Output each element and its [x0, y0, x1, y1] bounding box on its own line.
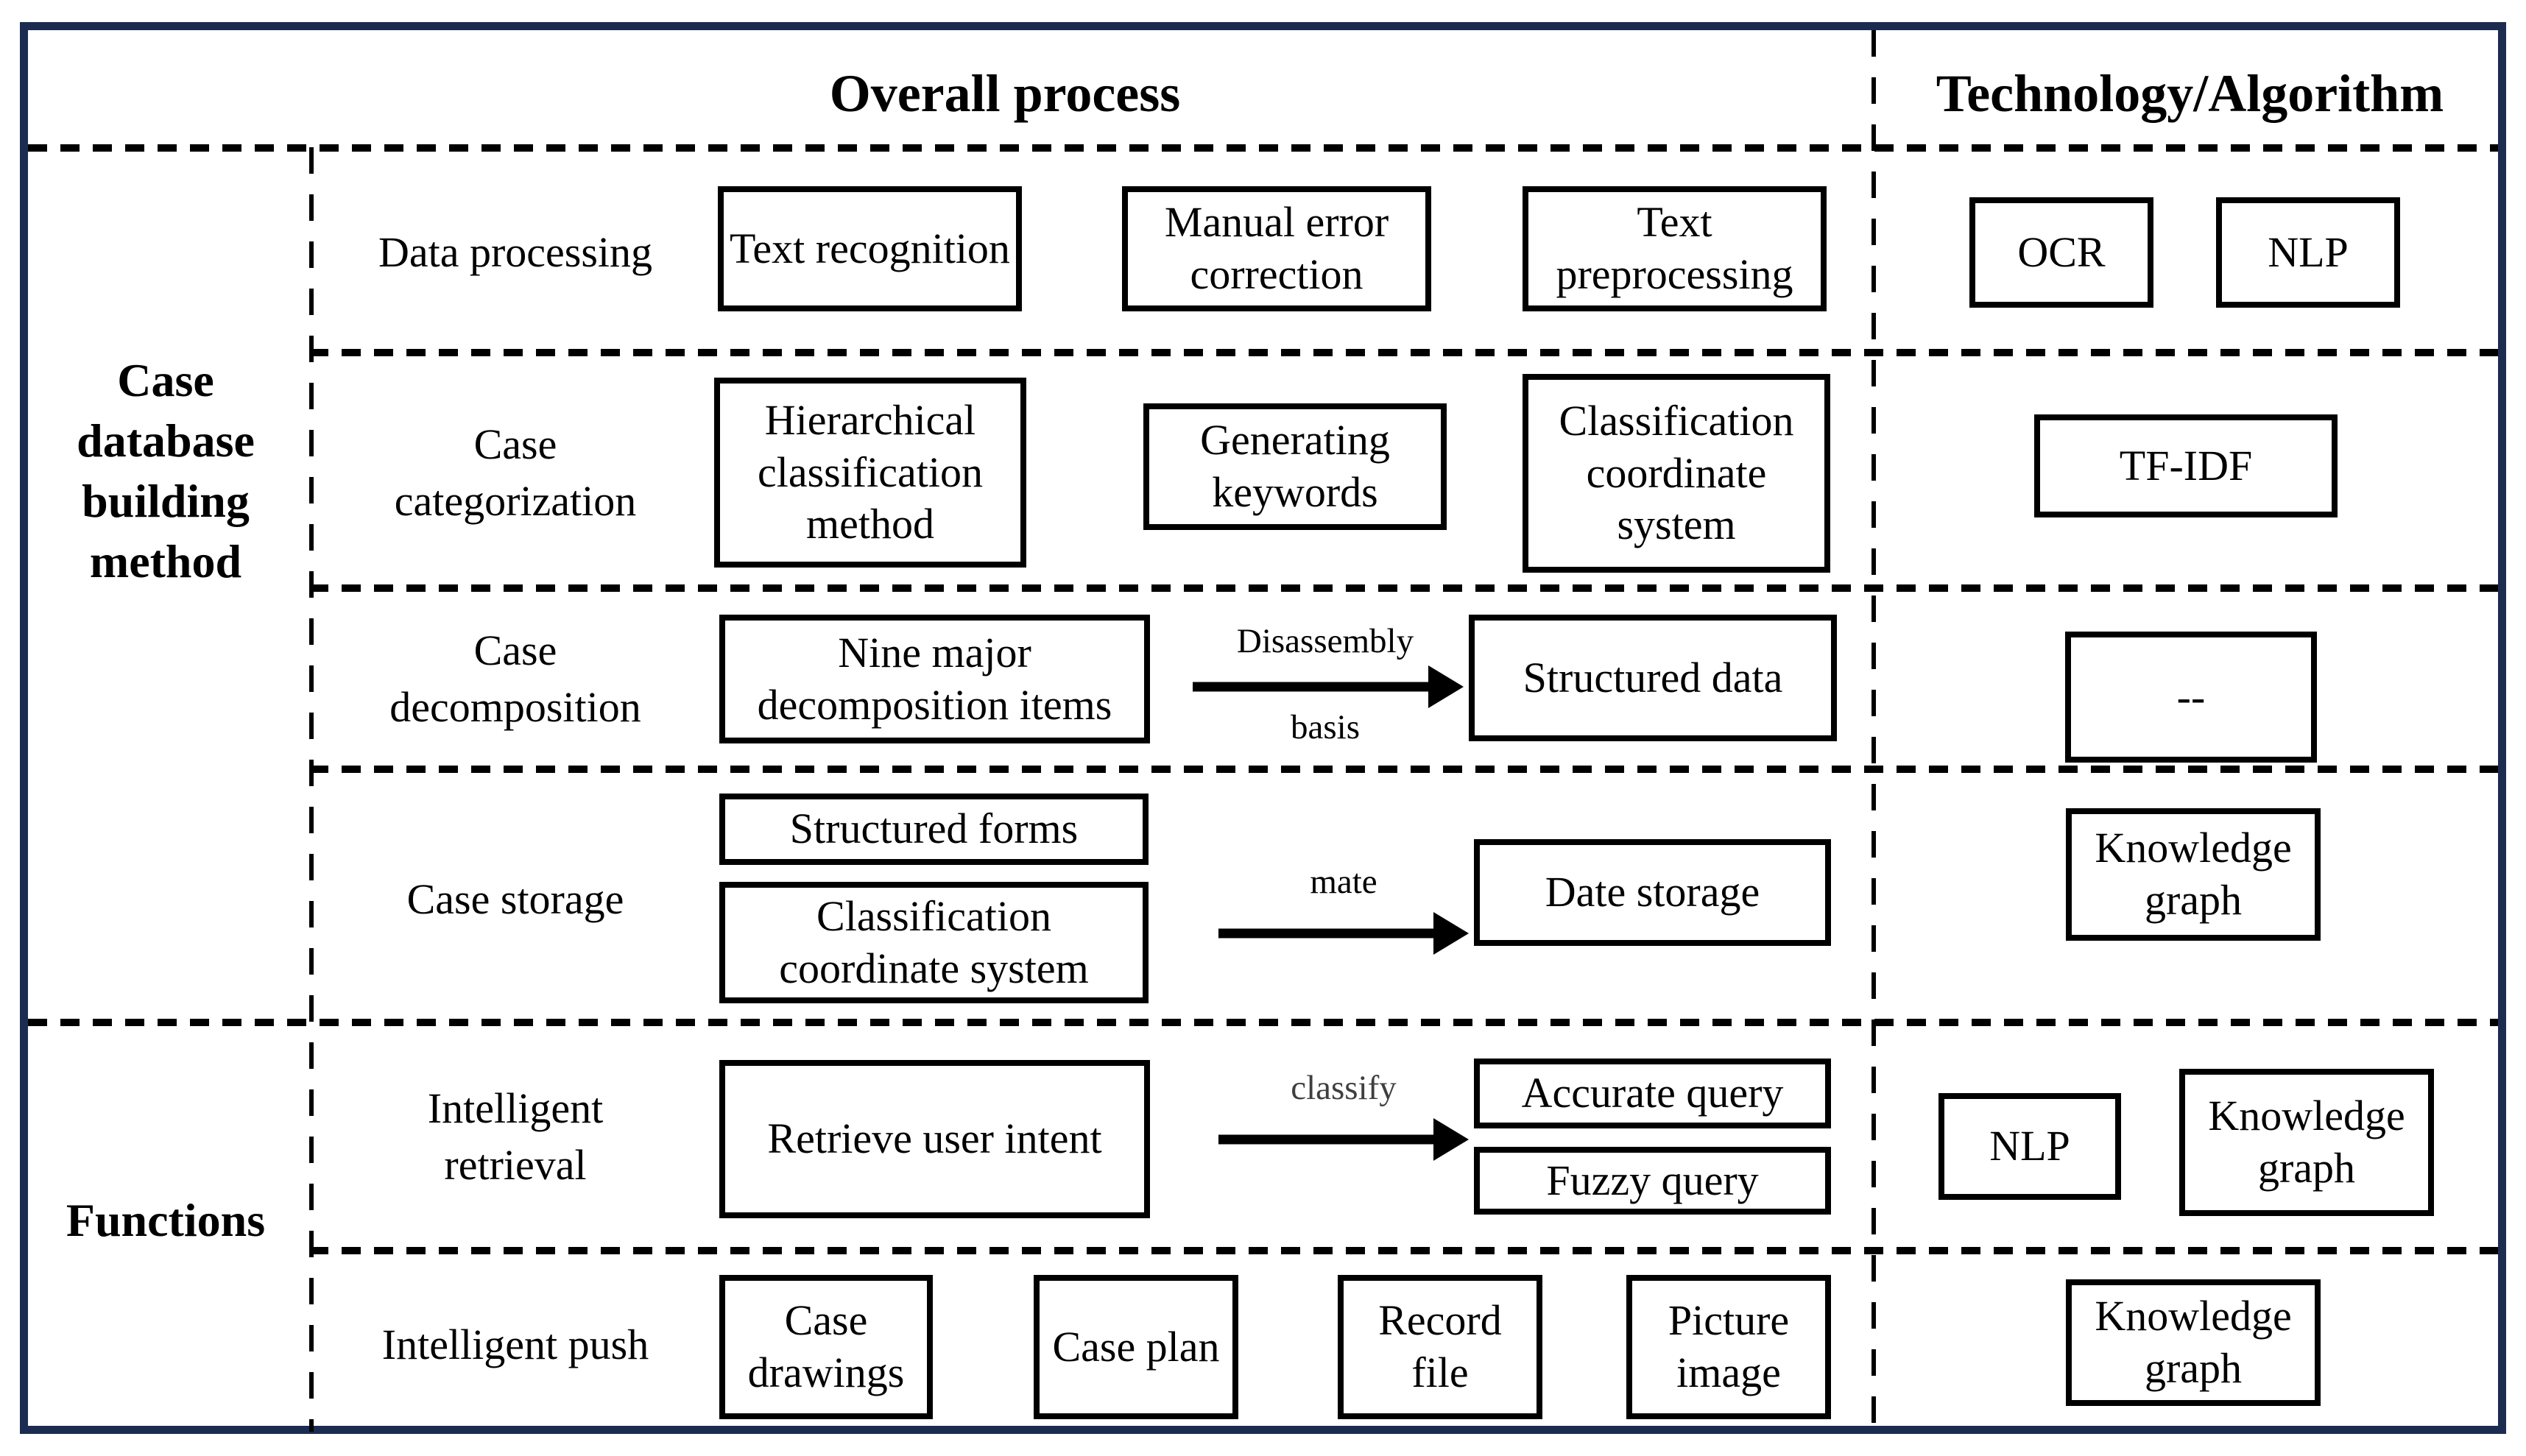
- row-label-data-processing: Data processing: [378, 227, 653, 276]
- tech-box-nlp-row1: NLP: [2216, 197, 2400, 308]
- arrow-shaft: [1193, 682, 1431, 692]
- arrow-label-disassembly: Disassembly: [1236, 622, 1414, 660]
- box-date-storage: Date storage: [1474, 839, 1831, 946]
- box-generating-keywords: Generating keywords: [1143, 403, 1447, 530]
- classify-arrow: [1218, 1117, 1469, 1162]
- box-hierarchical-classification-method: Hierarchical classification method: [714, 378, 1026, 568]
- box-text-preprocessing: Text preprocessing: [1523, 186, 1827, 311]
- box-structured-data: Structured data: [1469, 615, 1837, 741]
- tech-box-knowledge-graph-row4: Knowledge graph: [2066, 808, 2321, 941]
- tech-box-tf-idf: TF-IDF: [2034, 414, 2338, 517]
- box-classification-coordinate-system-row2: Classification coordinate system: [1523, 374, 1830, 573]
- arrow-label-mate: mate: [1310, 863, 1377, 901]
- arrow-label-basis: basis: [1291, 708, 1360, 746]
- row-label-case-decomposition: Case decomposition: [389, 626, 641, 731]
- disassembly-arrow: [1193, 665, 1464, 709]
- box-case-plan: Case plan: [1034, 1275, 1238, 1419]
- divider-label-column: [309, 147, 314, 1432]
- arrow-head: [1428, 665, 1464, 708]
- box-accurate-query: Accurate query: [1474, 1059, 1831, 1128]
- mate-arrow: [1218, 911, 1469, 955]
- row-label-intelligent-push: Intelligent push: [381, 1320, 649, 1368]
- arrow-head: [1433, 1118, 1469, 1161]
- box-case-drawings: Case drawings: [719, 1275, 933, 1419]
- separator-sections: [28, 1019, 2498, 1026]
- header-overall-process: Overall process: [829, 63, 1181, 123]
- row-label-case-categorization: Case categorization: [394, 420, 637, 525]
- separator-below-header: [28, 144, 2498, 152]
- box-retrieve-user-intent: Retrieve user intent: [719, 1060, 1150, 1218]
- box-fuzzy-query: Fuzzy query: [1474, 1147, 1831, 1215]
- box-classification-coordinate-system-row4: Classification coordinate system: [719, 882, 1149, 1003]
- header-technology-algorithm: Technology/Algorithm: [1936, 63, 2444, 123]
- separator-row3-row4: [309, 766, 2498, 773]
- separator-row1-row2: [309, 349, 2498, 356]
- tech-box-ocr: OCR: [1969, 197, 2153, 308]
- box-picture-image: Picture image: [1626, 1275, 1831, 1419]
- arrow-shaft: [1218, 928, 1436, 939]
- separator-row2-row3: [309, 584, 2498, 592]
- box-text-recognition: Text recognition: [718, 186, 1022, 311]
- divider-tech-column: [1871, 30, 1876, 1432]
- tech-box-knowledge-graph-row5: Knowledge graph: [2179, 1069, 2434, 1216]
- section-label-case-database-building-method: Case database building method: [77, 354, 255, 587]
- box-manual-error-correction: Manual error correction: [1122, 186, 1431, 311]
- arrow-shaft: [1218, 1134, 1436, 1145]
- separator-row5-row6: [309, 1247, 2498, 1254]
- row-label-intelligent-retrieval: Intelligent retrieval: [427, 1084, 604, 1189]
- arrow-label-classify: classify: [1291, 1069, 1397, 1107]
- box-nine-major-decomposition-items: Nine major decomposition items: [719, 615, 1150, 743]
- box-record-file: Record file: [1338, 1275, 1542, 1419]
- box-structured-forms: Structured forms: [719, 794, 1149, 865]
- row-label-case-storage: Case storage: [406, 875, 624, 924]
- tech-box-none: --: [2065, 632, 2317, 763]
- arrow-head: [1433, 912, 1469, 955]
- tech-box-nlp-row5: NLP: [1938, 1093, 2121, 1200]
- tech-box-knowledge-graph-row6: Knowledge graph: [2066, 1279, 2321, 1406]
- section-label-functions: Functions: [66, 1194, 266, 1247]
